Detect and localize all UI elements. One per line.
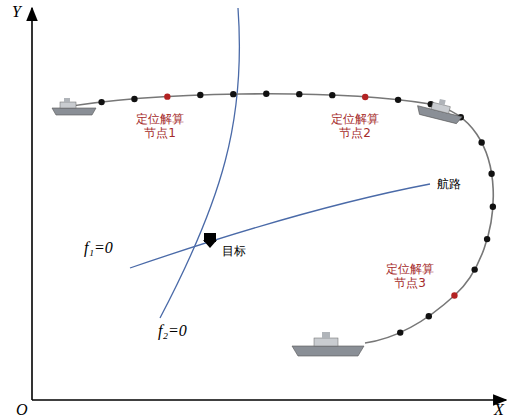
solve-node-label: 定位解算 节点3: [384, 262, 436, 291]
track-dot: [296, 91, 302, 97]
solve-node-label: 定位解算 节点1: [134, 112, 186, 141]
track-dot: [329, 92, 335, 98]
track-dot: [488, 171, 494, 177]
track-dot: [397, 329, 403, 335]
axis-label: O: [16, 400, 28, 419]
x-axis: [32, 399, 506, 401]
track-dot: [395, 97, 401, 103]
ship-2: [416, 94, 465, 125]
track-dot: [490, 203, 496, 209]
f2-curve: [160, 8, 239, 318]
route-curve: [130, 184, 430, 268]
target-label: 目标: [222, 244, 246, 258]
ship-track: [60, 94, 493, 343]
route-label: 航路: [437, 177, 461, 191]
track-dot: [263, 91, 269, 97]
target-symbol: [203, 233, 217, 248]
track-dot: [98, 99, 104, 105]
solve-node-dot: [451, 292, 457, 298]
ship-3: [292, 332, 364, 356]
track-dots: [98, 91, 496, 336]
solve-node-dot: [362, 94, 368, 100]
track-dot: [484, 236, 490, 242]
track-dot: [478, 139, 484, 145]
solve-node-dot: [164, 93, 170, 99]
track-dot: [230, 91, 236, 97]
axis-label: Y: [12, 2, 21, 21]
track-dot: [471, 266, 477, 272]
ship-1: [52, 98, 96, 115]
y-axis: [31, 8, 33, 400]
curve-label: f₂=0: [158, 321, 187, 340]
curve-label: f₁=0: [84, 238, 113, 257]
track-dot: [197, 92, 203, 98]
track-dot: [131, 96, 137, 102]
solve-node-label: 定位解算 节点2: [329, 112, 381, 141]
track-dot: [426, 313, 432, 319]
axis-label: X: [494, 400, 504, 419]
